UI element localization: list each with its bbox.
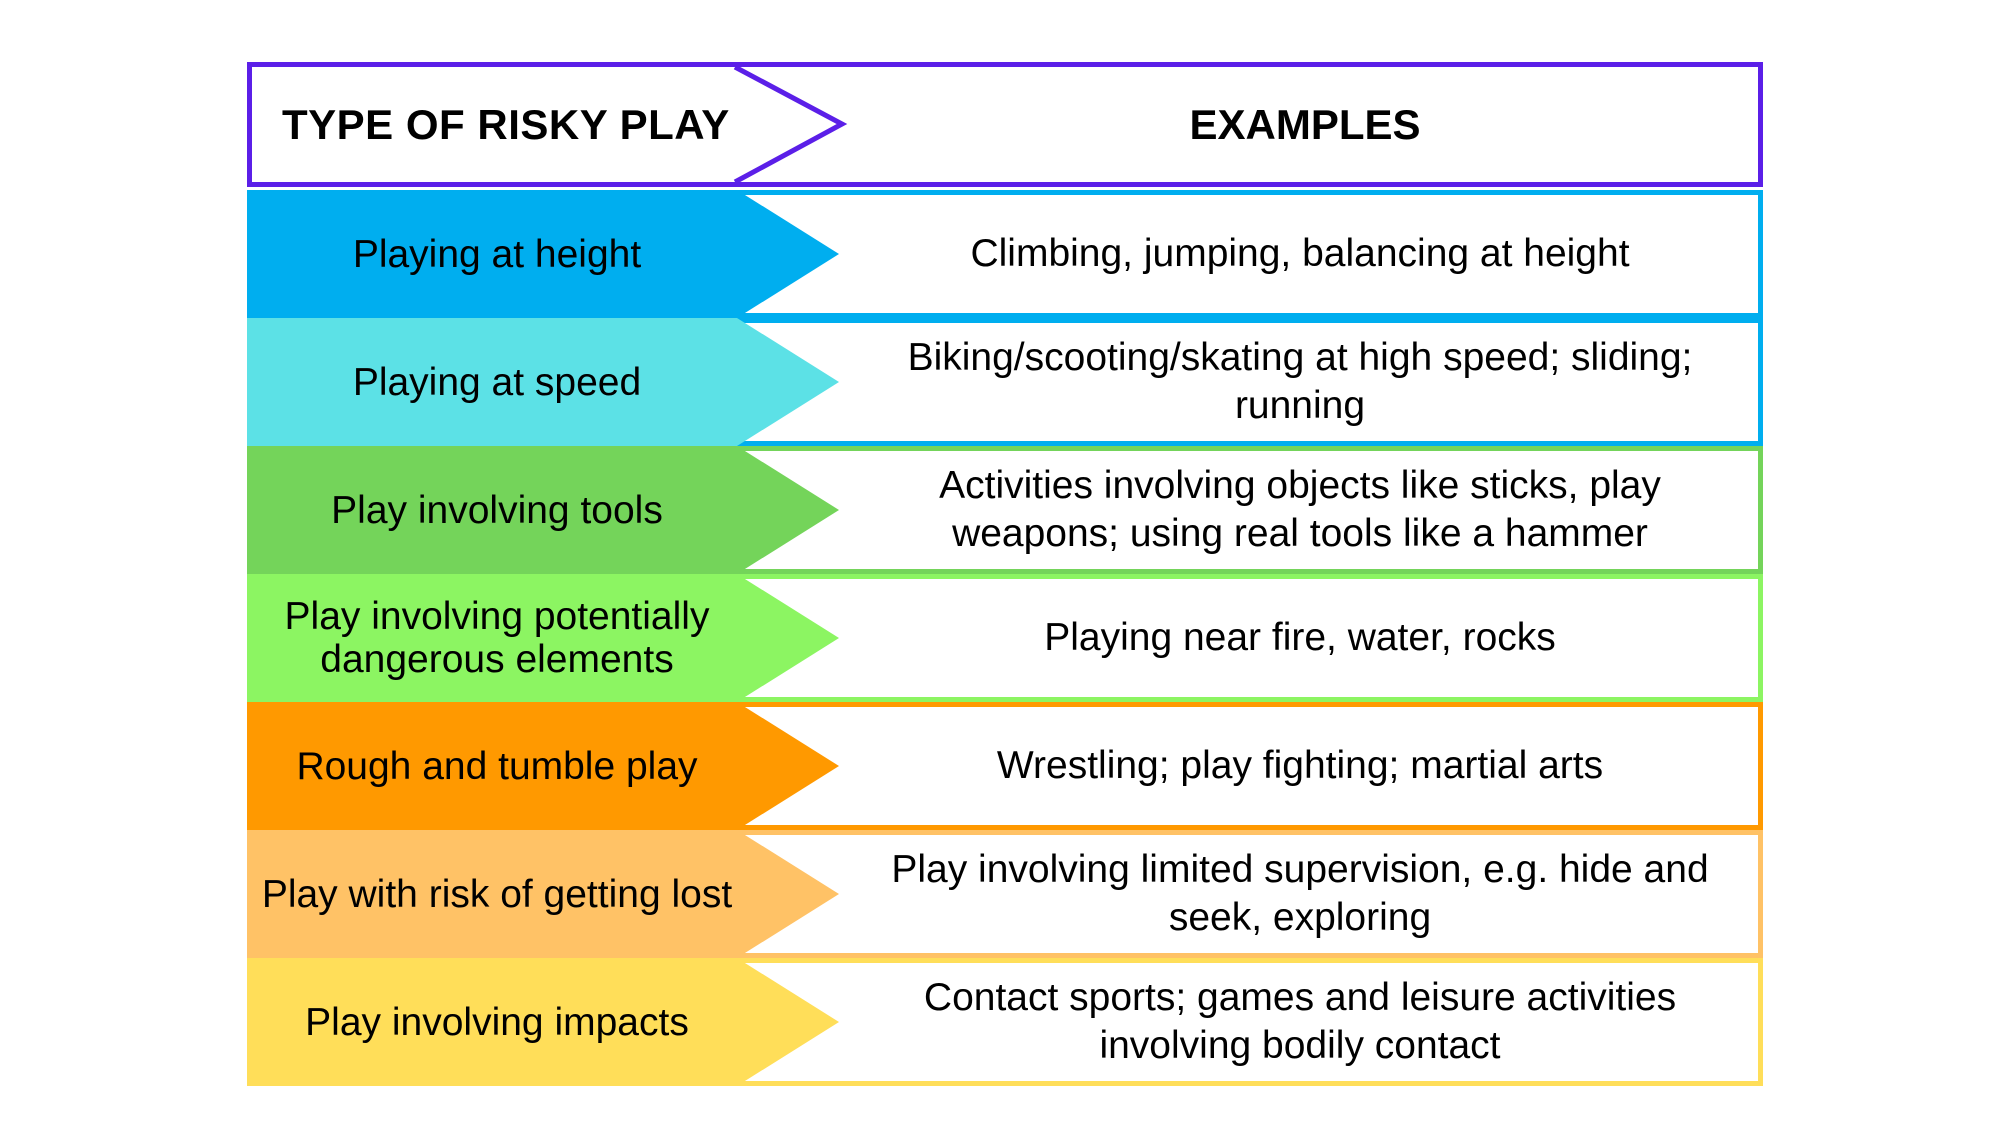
type-arrow-shape: [247, 830, 839, 958]
table-row: Play with risk of getting lost Play invo…: [247, 830, 1763, 958]
type-arrow-shape: [247, 702, 839, 830]
risky-play-examples: Activities involving objects like sticks…: [939, 464, 1661, 555]
risky-play-examples: Climbing, jumping, balancing at height: [970, 232, 1630, 275]
risky-play-type: Play involving potentially dangerous ele…: [284, 595, 710, 681]
risky-play-examples: Playing near fire, water, rocks: [1044, 616, 1556, 659]
type-arrow-shape: [247, 190, 839, 318]
risky-play-examples: Contact sports; games and leisure activi…: [923, 976, 1677, 1067]
header-examples-label: EXAMPLES: [1189, 100, 1421, 148]
type-arrow-shape: [247, 318, 839, 446]
table-row: Play involving potentially dangerous ele…: [247, 574, 1763, 702]
risky-play-examples: Wrestling; play fighting; martial arts: [996, 744, 1604, 787]
risky-play-type: Playing at speed: [352, 360, 642, 404]
risky-play-examples: Play involving limited supervision, e.g.…: [891, 848, 1709, 939]
table-row: Play involving tools Activities involvin…: [247, 446, 1763, 574]
table-row: Playing at speed Biking/scooting/skating…: [247, 318, 1763, 446]
risky-play-type: Rough and tumble play: [296, 744, 698, 788]
type-arrow-shape: [247, 574, 839, 702]
header-arrow-divider: [733, 67, 848, 182]
table-row: Playing at height Climbing, jumping, bal…: [247, 190, 1763, 318]
risky-play-type: Play with risk of getting lost: [261, 872, 733, 916]
risky-play-examples: Biking/scooting/skating at high speed; s…: [907, 336, 1693, 427]
table-header: TYPE OF RISKY PLAY EXAMPLES: [247, 62, 1763, 187]
table-row: Play involving impacts Contact sports; g…: [247, 958, 1763, 1086]
table-row: Rough and tumble play Wrestling; play fi…: [247, 702, 1763, 830]
type-arrow-shape: [247, 958, 839, 1086]
header-type-label: TYPE OF RISKY PLAY: [282, 100, 730, 148]
type-arrow-shape: [247, 446, 839, 574]
risky-play-type: Play involving impacts: [305, 1000, 689, 1044]
risky-play-type: Playing at height: [352, 232, 642, 276]
risky-play-type: Play involving tools: [331, 488, 663, 532]
